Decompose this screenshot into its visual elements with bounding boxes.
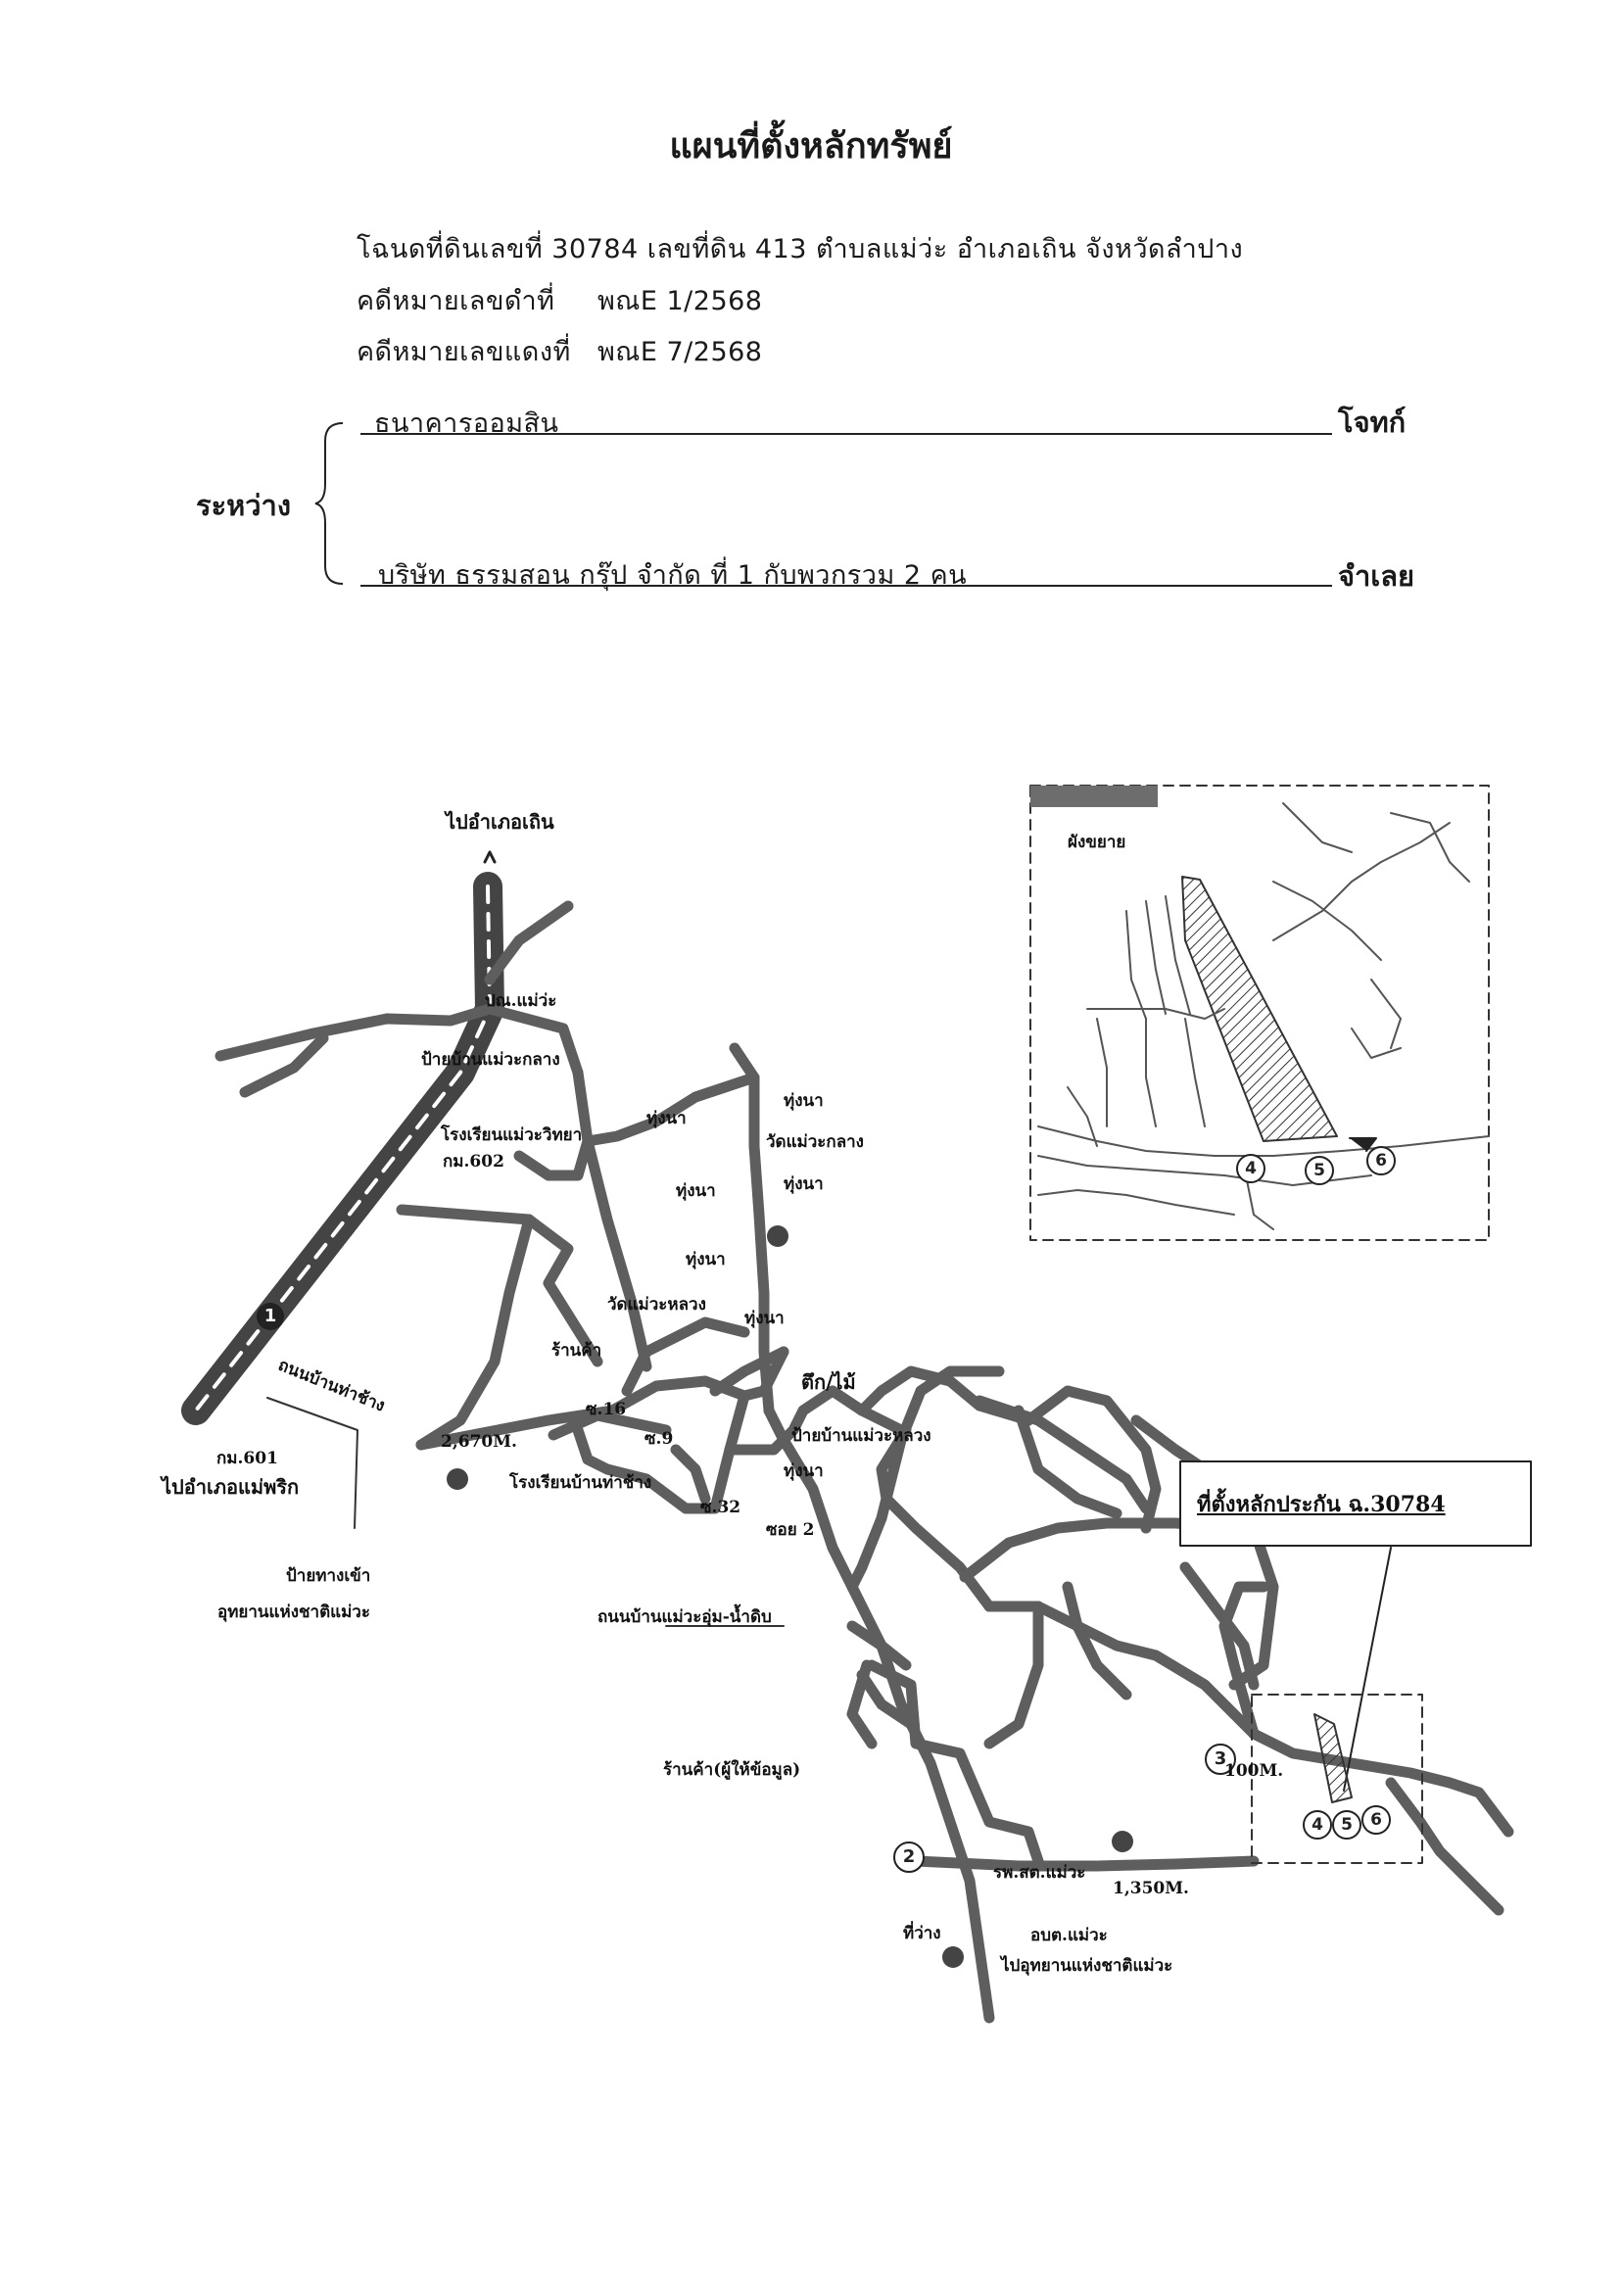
defendant-line: บริษัท ธรรมสอน กรุ๊ป จำกัด ที่ 1 กับพวกร… (360, 553, 1332, 591)
label-paddy-4: ทุ่งนา (784, 1174, 824, 1194)
marker-1: 1 (257, 1303, 284, 1330)
marker-4: 4 (1303, 1810, 1332, 1840)
between-label: ระหว่าง (196, 489, 291, 522)
label-park-name: อุทยานแห่งชาติแม่วะ (217, 1602, 370, 1622)
plaintiff-name: ธนาคารออมสิน (374, 408, 559, 439)
label-to-mae-phrik: ไปอำเภอแม่พริก (162, 1475, 300, 1499)
defendant-role: จำเลย (1338, 559, 1414, 593)
label-to-park: ไปอุทยานแห่งชาติแม่วะ (1001, 1956, 1173, 1976)
marker-5: 5 (1332, 1810, 1361, 1840)
marker-2: 2 (893, 1842, 925, 1873)
label-temple-luang: วัดแม่วะหลวง (607, 1295, 706, 1315)
label-alley-9: ซ.9 (644, 1429, 674, 1449)
label-paddy-1: ทุ่งนา (646, 1109, 687, 1128)
plaintiff-role: โจทก์ (1338, 406, 1407, 439)
label-building: ตึก/ไม้ (801, 1370, 856, 1394)
red-case-number: พณE 7/2568 (597, 337, 763, 367)
label-sign-klang: ป้ายบ้านแม่วะกลาง (421, 1050, 560, 1070)
collateral-callout-box (1179, 1460, 1532, 1547)
label-empty-land: ที่ว่าง (903, 1924, 941, 1943)
label-alley-2: ซอย 2 (766, 1520, 815, 1540)
label-km601: กม.601 (216, 1449, 278, 1468)
party-brace (314, 422, 344, 585)
label-paddy-3: ทุ่งนา (676, 1181, 716, 1201)
label-paddy-2: ทุ่งนา (784, 1091, 824, 1111)
black-case-number: พณE 1/2568 (597, 286, 763, 316)
label-paddy-6: ทุ่งนา (744, 1309, 785, 1328)
red-case-label: คดีหมายเลขแดงที่ (357, 337, 571, 367)
label-km602: กม.602 (443, 1152, 504, 1172)
label-temple-klang: วัดแม่วะกลาง (766, 1132, 864, 1152)
label-road-main: ถนนบ้านแม่วะอุ่ม-น้ำดิบ (597, 1607, 772, 1627)
marker-3: 3 (1205, 1744, 1236, 1775)
label-dist-100: 100M. (1224, 1761, 1284, 1781)
label-alley-16: ซ.16 (586, 1400, 627, 1419)
inset-marker-4: 4 (1236, 1154, 1265, 1183)
inset-title: ผังขยาย (1068, 833, 1126, 852)
label-sao: อบต.แม่วะ (1030, 1926, 1108, 1945)
collateral-location-label: ที่ตั้งหลักประกัน ฉ.30784 (1197, 1492, 1446, 1517)
label-dist-1350: 1,350M. (1113, 1879, 1189, 1898)
inset-marker-5: 5 (1305, 1156, 1334, 1185)
label-post-office: ปณ.แม่ว่ะ (485, 991, 557, 1011)
label-alley-32: ซ.32 (700, 1498, 741, 1517)
defendant-name: บริษัท ธรรมสอน กรุ๊ป จำกัด ที่ 1 กับพวกร… (378, 560, 968, 591)
deed-line: โฉนดที่ดินเลขที่ 30784 เลขที่ดิน 413 ตำบ… (357, 234, 1244, 264)
plaintiff-line: ธนาคารออมสิน (360, 402, 1332, 439)
label-sign-luang: ป้ายบ้านแม่วะหลวง (791, 1426, 931, 1446)
label-shop: ร้านค้า (551, 1341, 602, 1361)
label-paddy-5: ทุ่งนา (686, 1250, 726, 1269)
marker-6: 6 (1361, 1805, 1391, 1835)
label-shop-informant: ร้านค้า(ผู้ให้ข้อมูล) (663, 1760, 801, 1780)
label-to-thoen: ไปอำเภอเถิน (446, 810, 554, 834)
inset-marker-6: 6 (1366, 1146, 1396, 1175)
collateral-area-box (1251, 1694, 1423, 1864)
page-title: แผนที่ตั้งหลักทรัพย์ (669, 125, 953, 167)
black-case-label: คดีหมายเลขดำที่ (357, 286, 555, 316)
label-hospital: รพ.สต.แม่วะ (993, 1863, 1086, 1883)
label-school-top: โรงเรียนแม่วะวิทยา (441, 1125, 583, 1145)
label-dist-2670: 2,670M. (441, 1432, 517, 1452)
label-paddy-7: ทุ่งนา (784, 1461, 824, 1481)
label-entrance-sign: ป้ายทางเข้า (286, 1566, 371, 1586)
label-school-tha-chang: โรงเรียนบ้านท่าช้าง (509, 1473, 652, 1493)
